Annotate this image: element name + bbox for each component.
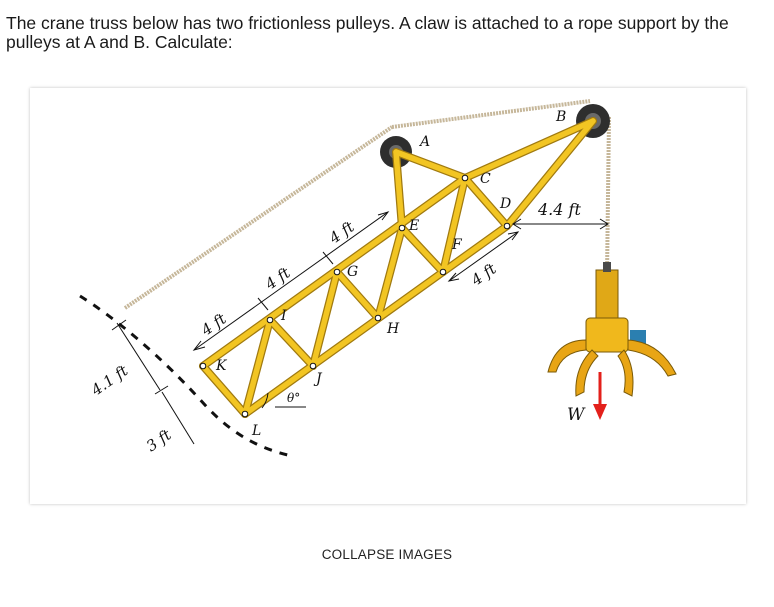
joint-label-a: A [418,134,430,150]
dim-seg1: 4 ft [197,309,230,340]
figure-card: A B C D E F G H I J K L [30,88,746,504]
dim-offset-b: 4.4 ft [537,200,581,219]
dimension-labels: 4 ft 4 ft 4 ft 4 ft 4.4 ft 4.1 ft 3 ft θ… [87,200,581,455]
dimension-lines [192,211,609,409]
crane-truss-diagram: A B C D E F G H I J K L [79,99,677,458]
joint-label-i: I [280,308,287,324]
dim-left-upper: 4.1 ft [87,361,132,400]
dim-seg-right: 4 ft [467,259,500,290]
joint-label-j: J [313,371,323,387]
joint-label-h: H [386,321,400,337]
joint-label-f: F [451,237,463,253]
joint-label-b: B [555,109,566,125]
claw-grabber [547,262,677,397]
truss-members [199,117,597,418]
dim-seg2: 4 ft [261,263,294,294]
load-label: W [567,405,586,425]
joint-label-k: K [215,358,228,374]
truss-joints [199,174,511,418]
angle-label: θ° [287,391,300,405]
joint-label-e: E [408,218,419,234]
rope [123,99,611,310]
load-arrow [593,372,607,420]
joint-label-c: C [480,171,491,187]
joint-label-l: L [251,423,261,439]
joint-label-g: G [347,264,358,280]
joint-label-d: D [499,196,511,212]
question-text: The crane truss below has two frictionle… [6,13,729,52]
dim-left-lower: 3 ft [143,425,175,455]
dim-seg3: 4 ft [325,217,358,248]
collapse-images-button[interactable]: COLLAPSE IMAGES [321,547,453,562]
dashed-boundary [79,294,293,458]
